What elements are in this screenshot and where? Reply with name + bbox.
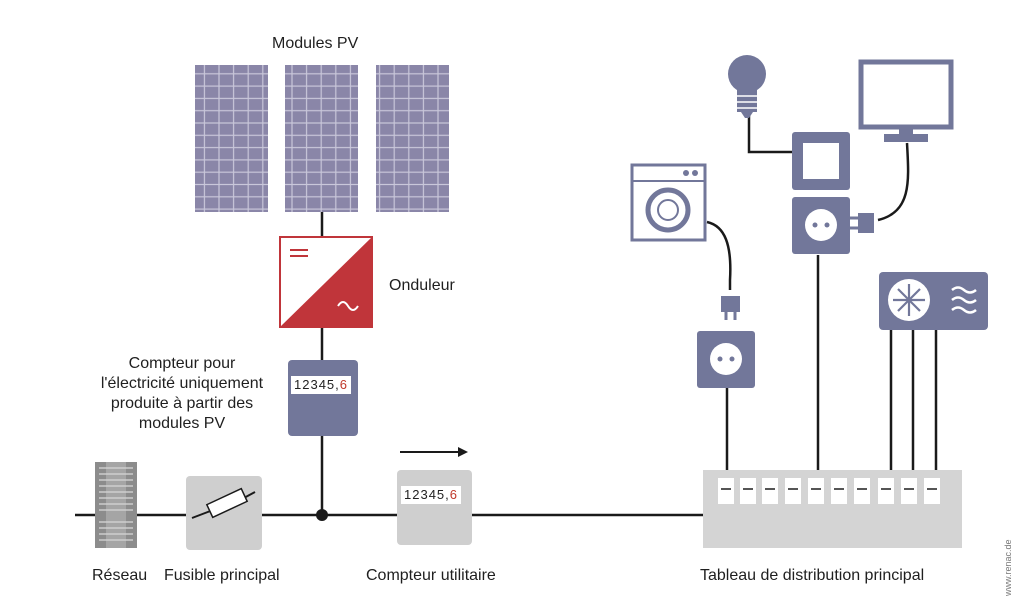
plug-right-icon [850, 213, 874, 233]
breaker-row [718, 478, 940, 504]
washer-cable [706, 220, 732, 290]
pv-meter-digits: 12345, [294, 377, 340, 392]
pv-meter-label-line-2: l'électricité uniquement [100, 375, 264, 392]
pv-meter-display: 12345,6 [291, 376, 351, 394]
plug-left-icon [721, 296, 740, 320]
pv-modules [195, 65, 449, 212]
fan-icon [893, 284, 925, 316]
pv-meter-label-line-3: produite à partir des [110, 395, 254, 412]
lamp-line [747, 115, 792, 154]
hvac-unit-icon [879, 272, 988, 330]
grid-icon [95, 462, 137, 548]
inverter-ac-half [280, 237, 372, 327]
inverter [279, 236, 373, 328]
light-bulb-icon [728, 55, 766, 118]
utility-meter [397, 470, 472, 545]
watermark: www.renac.de [1003, 539, 1013, 596]
utility-meter-display: 12345,6 [401, 486, 461, 504]
utility-meter-digits: 12345, [404, 487, 450, 502]
inverter-label: Onduleur [389, 277, 455, 294]
distribution-board-label: Tableau de distribution principal [700, 567, 925, 584]
pv-meter-label: Compteur pour l'électricité uniquement p… [88, 354, 276, 434]
arrow-right-icon [400, 447, 468, 457]
pv-panel-2 [285, 65, 358, 212]
washing-machine-icon [630, 163, 707, 242]
socket-left-icon [697, 331, 755, 388]
heat-waves-icon [951, 286, 977, 314]
junction-dot [316, 509, 328, 521]
pv-panel-1 [195, 65, 268, 212]
main-fuse-icon [186, 476, 262, 550]
tv-cable [877, 142, 910, 222]
light-switch-icon [792, 132, 850, 190]
pv-meter-label-line-4: modules PV [138, 415, 226, 432]
pv-modules-label: Modules PV [272, 35, 359, 52]
pv-panel-3 [376, 65, 449, 212]
main-fuse-label: Fusible principal [164, 567, 280, 584]
pv-meter-label-line-1: Compteur pour [128, 355, 236, 372]
dc-symbol-icon [290, 249, 308, 257]
monitor-icon [858, 59, 954, 142]
ac-symbol-icon [337, 301, 359, 311]
grid-label: Réseau [92, 567, 148, 584]
pv-meter [288, 360, 358, 436]
distribution-board [703, 470, 962, 548]
socket-center-icon [792, 197, 850, 254]
utility-meter-last-digit: 6 [449, 487, 458, 502]
utility-meter-label: Compteur utilitaire [366, 567, 496, 584]
pv-meter-last-digit: 6 [339, 377, 348, 392]
